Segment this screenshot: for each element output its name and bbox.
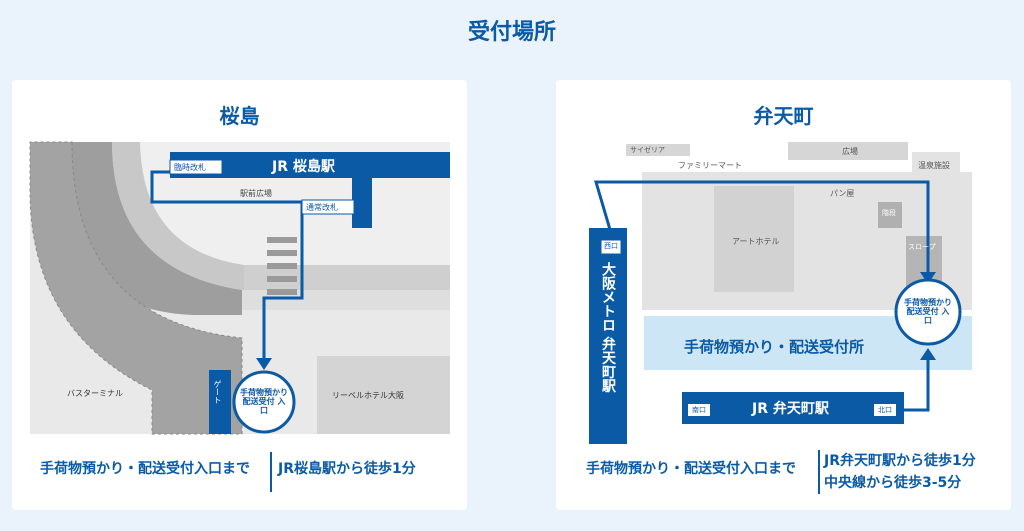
crosswalk-icon [267,237,297,295]
bentencho-card: 弁天町 サイゼリア ファミリーマート 広場 温泉施設 パン屋 階段 アートホテル… [556,80,1011,510]
bentencho-art-hotel: アートホテル [732,237,780,246]
bentencho-stairs: 階段 [882,209,896,217]
bentencho-info-right-2: 中央線から徒歩3-5分 [824,475,962,491]
bentencho-title: 弁天町 [753,104,814,128]
bentencho-info-right-1: JR弁天町駅から徒歩1分 [824,453,976,469]
bentencho-jr-station: JR 弁天町駅 [752,401,829,417]
sakurajima-info-divider [270,452,272,492]
sakurajima-info-left: 手荷物預かり・配送受付入口まで [40,461,250,477]
bentencho-map [589,142,972,444]
sakurajima-station-plaza: 駅前広場 [240,189,272,198]
sakurajima-rinji-gate: 臨時改札 [174,163,206,172]
bentencho-reception-sign: 手荷物預かり 配送受付 入口 [904,298,952,325]
bentencho-onsen: 温泉施設 [918,161,950,170]
bentencho-info-left: 手荷物預かり・配送受付入口まで [586,461,796,477]
bentencho-reception-area: 手荷物預かり・配送受付所 [684,338,865,356]
bentencho-saizeriya: サイゼリア [630,146,665,154]
bentencho-north-exit: 北口 [878,406,892,414]
sakurajima-vertical-label: ゲート [213,380,222,404]
bentencho-west-exit: 西口 [604,242,618,250]
bentencho-info-divider [818,450,820,494]
bentencho-south-exit: 南口 [692,406,706,414]
bentencho-familymart: ファミリーマート [678,161,742,170]
sakurajima-normal-gate: 通常改札 [306,203,338,212]
page-title: 受付場所 [467,20,556,45]
sakurajima-info-right: JR桜島駅から徒歩1分 [278,461,416,477]
sakurajima-title: 桜島 [219,104,260,128]
bentencho-slope: スロープ [908,243,936,251]
bentencho-bakery: パン屋 [830,189,855,198]
sakurajima-reception-sign: 手荷物預かり 配送受付 入口 [240,388,288,415]
sakurajima-map [29,141,450,435]
sakurajima-bus-terminal: バスターミナル [67,389,123,398]
bentencho-plaza: 広場 [842,147,858,156]
sakurajima-card: 桜島 [12,80,467,510]
bentencho-metro: 大阪メトロ 弁天町駅 [600,262,616,393]
sakurajima-hotel: リーベルホテル大阪 [332,391,404,400]
sakurajima-station-label: JR 桜島駅 [272,159,335,175]
